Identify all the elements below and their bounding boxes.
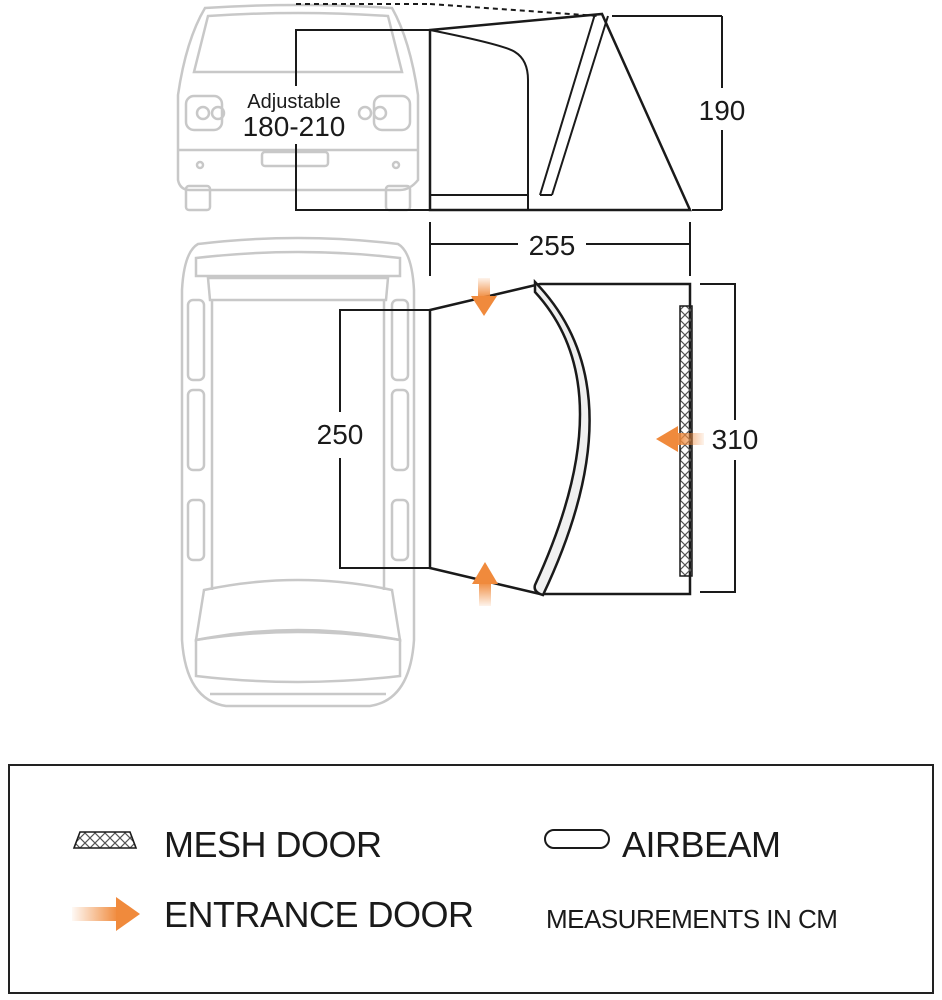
vehicle-top-view (180, 236, 416, 708)
airbeam-label: AIRBEAM (622, 824, 781, 865)
entrance-arrow-bottom-icon (472, 562, 498, 606)
mesh-door-icon (72, 831, 138, 849)
awning-diagram: Adjustable 180-210 190 255 (176, 3, 759, 708)
entrance-arrow-top-icon (471, 278, 497, 316)
adjustable-label-bg (236, 86, 356, 144)
length-dimension (429, 222, 691, 276)
length-dimension-label: 255 (529, 230, 576, 261)
measurements-note: MEASUREMENTS IN CM (546, 904, 838, 934)
entrance-door-label: ENTRANCE DOOR (164, 894, 474, 935)
legend-box: MESH DOOR AIRBEAM ENTRANCE DOOR MEASUREM… (8, 764, 934, 994)
adjustable-range: 180-210 (243, 111, 346, 142)
height-dimension-label: 190 (699, 95, 746, 126)
depth-dimension-right-label: 310 (712, 424, 759, 455)
mesh-door-label: MESH DOOR (164, 824, 382, 865)
awning-top-view (428, 282, 692, 596)
airbeam-curve (533, 278, 591, 597)
height-dimension (612, 15, 723, 211)
entrance-arrow-right-icon (656, 426, 704, 452)
awning-side-view (428, 12, 692, 212)
depth-dimension-right (700, 283, 736, 593)
airbeam-icon (544, 829, 610, 849)
depth-dimension-left-label: 250 (317, 419, 364, 450)
adjustable-label: Adjustable (247, 91, 340, 113)
entrance-arrow-icon (72, 897, 140, 931)
depth-dimension-left (339, 309, 430, 569)
